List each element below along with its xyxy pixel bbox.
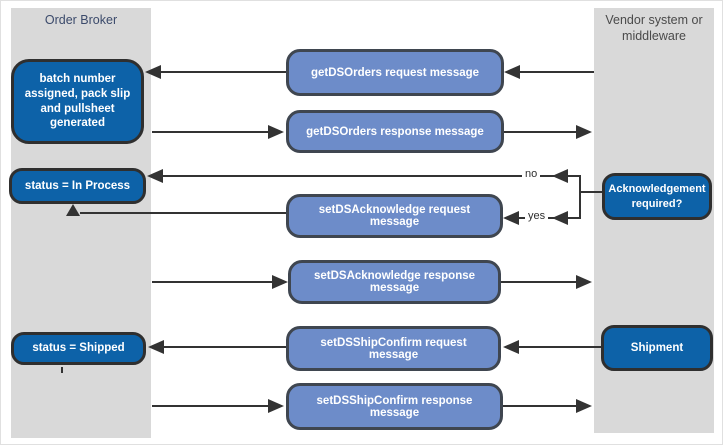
arrow-getdsorders-request-right-line: [520, 71, 594, 73]
arrowhead-left-icon: [503, 211, 519, 225]
branch-connector-vertical-line: [579, 175, 581, 219]
state-box-batch-generated: batch number assigned, pack slip and pul…: [11, 59, 144, 144]
arrow-setdsshipconfirm-request-left-line: [164, 346, 286, 348]
lane-title-order-broker: Order Broker: [44, 13, 118, 27]
arrowhead-right-icon: [268, 125, 284, 139]
arrowhead-up-icon: [66, 204, 80, 216]
message-box-getdsorders-request: getDSOrders request message: [286, 49, 504, 96]
arrowhead-left-icon: [147, 169, 163, 183]
arrow-setdsacknowledge-response-right-line: [501, 281, 576, 283]
arrowhead-right-icon: [272, 275, 288, 289]
arrowhead-right-icon: [268, 399, 284, 413]
message-box-getdsorders-response: getDSOrders response message: [286, 110, 504, 153]
arrowhead-right-icon: [576, 275, 592, 289]
lane-title-vendor-system: Vendor system or middleware: [605, 13, 703, 43]
branch-label-yes: yes: [525, 210, 549, 223]
state-box-in-process: status = In Process: [9, 168, 146, 204]
arrowhead-right-icon: [576, 125, 592, 139]
arrowhead-right-icon: [576, 399, 592, 413]
arrowhead-left-icon: [503, 340, 519, 354]
message-box-setdsacknowledge-request: setDSAcknowledge request message: [286, 194, 503, 238]
branch-no-line: [163, 175, 580, 177]
arrow-setdsshipconfirm-response-right-line: [503, 405, 576, 407]
arrow-setdsshipconfirm-request-right-line: [519, 346, 601, 348]
arrowhead-left-icon: [148, 340, 164, 354]
arrow-getdsorders-response-right-line: [504, 131, 576, 133]
tick-mark: [61, 367, 63, 373]
message-box-setdsacknowledge-response: setDSAcknowledge response message: [288, 260, 501, 304]
arrowhead-left-icon: [145, 65, 161, 79]
arrow-getdsorders-response-left-line: [152, 131, 268, 133]
arrow-setdsshipconfirm-response-left-line: [152, 405, 268, 407]
message-box-setdsshipconfirm-response: setDSShipConfirm response message: [286, 383, 503, 430]
arrowhead-left-icon: [552, 211, 568, 225]
state-box-shipped: status = Shipped: [11, 332, 146, 365]
branch-yes-line: [519, 217, 580, 219]
arrowhead-left-icon: [504, 65, 520, 79]
branch-connector-stub-line: [580, 191, 602, 193]
branch-label-no: no: [522, 168, 541, 181]
arrow-setdsacknowledge-to-inprocess-line: [80, 212, 286, 214]
arrow-setdsacknowledge-response-left-line: [152, 281, 272, 283]
message-box-setdsshipconfirm-request: setDSShipConfirm request message: [286, 326, 501, 371]
arrowhead-left-icon: [552, 169, 568, 183]
arrow-getdsorders-request-left-line: [161, 71, 286, 73]
decision-box-acknowledgement-required: Acknowledgement required?: [602, 173, 712, 220]
node-box-shipment: Shipment: [601, 325, 713, 371]
